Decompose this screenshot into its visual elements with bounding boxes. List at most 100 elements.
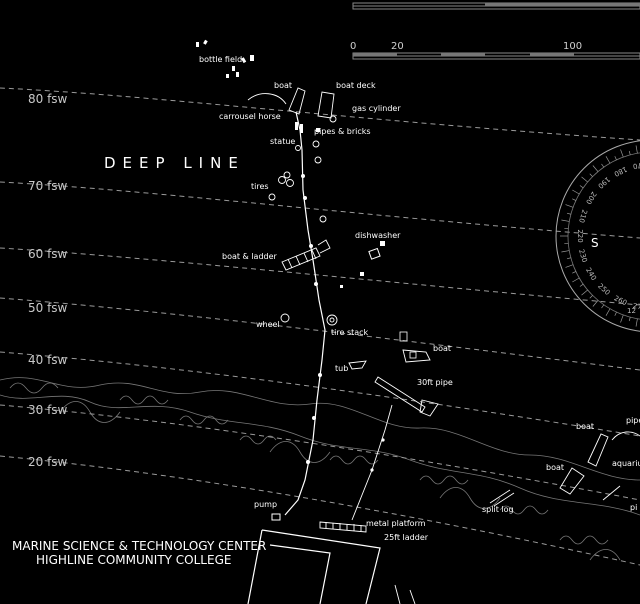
scale-bar: 0 20 100	[350, 2, 640, 60]
compass-ticks	[560, 145, 638, 327]
tub-icon	[348, 360, 367, 370]
boat-right-upper-icon	[587, 431, 640, 467]
credit-line-1: MARINE SCIENCE & TECHNOLOGY CENTER	[12, 539, 266, 553]
depth-label-40: 40 fsw	[28, 353, 68, 367]
statue-icon	[295, 145, 301, 151]
compass-mark-edge: 12	[627, 307, 636, 315]
label-pipes-bricks: pipes & bricks	[314, 127, 371, 136]
compass-tick	[589, 295, 593, 299]
label-pipe-edge: pi	[630, 503, 637, 512]
scale-label-0: 0	[350, 41, 356, 52]
label-pump: pump	[254, 500, 277, 509]
dishwasher-icon	[340, 241, 385, 288]
label-25ft-ladder: 25ft ladder	[384, 533, 429, 542]
compass-tick	[566, 257, 571, 260]
compass-tick	[589, 173, 593, 177]
compass-degree-label: 230	[577, 248, 588, 263]
compass-tick	[592, 165, 599, 172]
scale-label-100: 100	[563, 41, 582, 52]
seaweed-band	[0, 377, 640, 561]
label-tub: tub	[335, 364, 348, 373]
label-carrousel-horse: carrousel horse	[219, 112, 281, 121]
label-gas-cylinder: gas cylinder	[352, 104, 401, 113]
credit-line-2: HIGHLINE COMMUNITY COLLEGE	[36, 553, 231, 567]
pipes-bricks-icons	[295, 122, 322, 164]
depth-label-50: 50 fsw	[28, 301, 68, 315]
gas-cylinder-icon	[329, 115, 337, 123]
compass-tick	[581, 289, 588, 296]
boat-right-lower-icon	[559, 467, 585, 495]
compass-tick	[572, 198, 577, 201]
label-boat-right-lower: boat	[546, 463, 564, 472]
compass-degree-label: 270	[632, 302, 640, 312]
feature-labels: bottle field boat boat deck gas cylinder…	[199, 55, 640, 542]
metal-platform-icon	[319, 521, 367, 533]
label-boat-deck: boat deck	[336, 81, 376, 90]
compass-tick	[581, 176, 588, 183]
compass-tick	[614, 156, 617, 161]
label-split-log: split log	[482, 505, 514, 514]
tire-stack-icon	[326, 314, 338, 326]
compass-tick	[565, 264, 574, 268]
compass-tick	[566, 212, 571, 215]
compass-tick	[628, 317, 631, 322]
compass-tick	[605, 308, 611, 316]
pipe-right-lower-icon	[602, 485, 621, 501]
compass-tick	[579, 185, 584, 189]
compass-degree-label: 170	[632, 160, 640, 170]
label-metal-platform: metal platform	[366, 519, 426, 528]
wheel-icon	[280, 313, 290, 323]
compass-tick	[628, 150, 631, 155]
compass-tick	[565, 204, 574, 208]
boat-deck-icon	[317, 91, 335, 119]
compass-tick	[579, 283, 584, 287]
scale-label-20: 20	[391, 41, 404, 52]
tires-icons	[268, 171, 327, 223]
compass-tick	[635, 318, 638, 327]
pipe-30ft-icon	[374, 376, 439, 417]
label-aquarium: aquariu	[612, 459, 640, 468]
label-pipe-right: pipe	[626, 416, 640, 425]
compass-degree-label: 220	[576, 229, 584, 242]
boat-mid-icon	[399, 331, 431, 363]
label-boat-top: boat	[274, 81, 292, 90]
depth-label-60: 60 fsw	[28, 247, 68, 261]
compass-tick	[601, 304, 605, 309]
label-tire-stack: tire stack	[331, 328, 369, 337]
compass-tick	[561, 250, 570, 253]
label-dishwasher: dishwasher	[355, 231, 401, 240]
depth-labels: 80 fsw 70 fsw 60 fsw 50 fsw 40 fsw 30 fs…	[28, 92, 68, 469]
compass-tick	[635, 145, 638, 154]
compass-tick	[572, 277, 580, 283]
deep-line-route	[284, 111, 393, 521]
compass-tick	[620, 314, 624, 323]
compass-mark-south: S	[591, 236, 599, 250]
compass-tick	[614, 311, 617, 316]
label-boat-right-upper: boat	[576, 422, 594, 431]
boat-ladder-icon	[281, 239, 331, 271]
depth-label-20: 20 fsw	[28, 455, 68, 469]
split-log-icon	[489, 489, 515, 507]
label-boat-ladder: boat & ladder	[222, 252, 278, 261]
label-bottle-field: bottle field	[199, 55, 242, 64]
compass-tick	[592, 300, 599, 307]
label-wheel: wheel	[256, 320, 280, 329]
depth-label-70: 70 fsw	[28, 179, 68, 193]
compass-tick	[601, 163, 605, 168]
compass-tick	[620, 149, 624, 158]
label-boat-mid: boat	[433, 344, 451, 353]
label-statue: statue	[270, 137, 295, 146]
bottle-field-icons	[196, 39, 254, 78]
compass-tick	[572, 271, 577, 274]
depth-label-30: 30 fsw	[28, 403, 68, 417]
pump-icon	[271, 513, 281, 521]
label-30ft-pipe: 30ft pipe	[417, 378, 453, 387]
depth-label-80: 80 fsw	[28, 92, 68, 106]
compass-tick	[561, 219, 570, 222]
compass-tick	[605, 156, 611, 164]
boat-top-icon	[247, 87, 306, 115]
depth-contours	[0, 87, 640, 566]
label-tires: tires	[251, 182, 269, 191]
map-title: DEEP LINE	[104, 154, 245, 172]
